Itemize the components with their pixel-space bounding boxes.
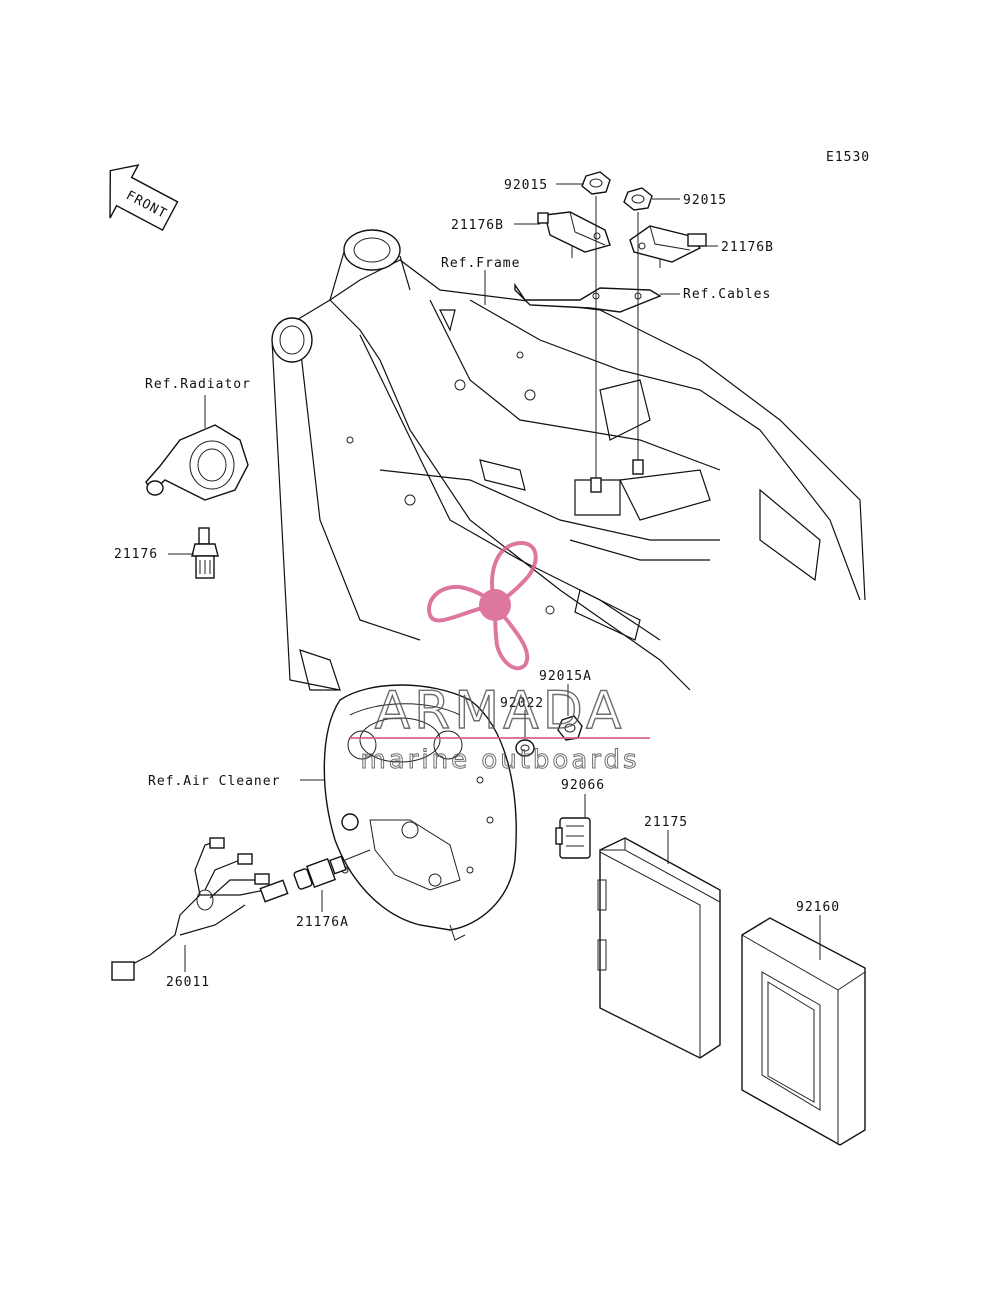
nut-92015-right xyxy=(623,187,653,211)
ecu-21175 xyxy=(597,837,721,1059)
connector-92066 xyxy=(555,817,591,859)
front-arrow-icon: FRONT xyxy=(109,164,179,232)
washer-92022 xyxy=(515,739,535,757)
wire-harness-26011 xyxy=(111,837,289,981)
stud-left xyxy=(590,477,602,493)
part-connector: 92066 xyxy=(561,778,605,793)
part-nut-a: 92015A xyxy=(539,669,592,684)
diagram-code: E1530 xyxy=(826,150,870,165)
part-sensor-left: 21176B xyxy=(451,218,504,233)
sensor-21176b-left xyxy=(537,211,611,258)
part-washer: 92022 xyxy=(500,696,544,711)
watermark-brand: ARMADA xyxy=(375,681,626,741)
stud-right xyxy=(632,459,644,475)
ref-radiator-label: Ref.Radiator xyxy=(145,377,251,392)
watermark-tagline: marine outboards xyxy=(360,745,639,775)
part-cover: 92160 xyxy=(796,900,840,915)
cover-92160 xyxy=(741,917,866,1146)
frame-drawing xyxy=(271,229,866,691)
part-temp-sensor: 21176 xyxy=(114,547,158,562)
ref-air-cleaner-label: Ref.Air Cleaner xyxy=(148,774,280,789)
part-nut-right: 92015 xyxy=(683,193,727,208)
temp-sensor-21176 xyxy=(191,527,219,579)
part-nut-left: 92015 xyxy=(504,178,548,193)
pressure-sensor-21176a xyxy=(293,849,371,890)
ref-frame-label: Ref.Frame xyxy=(441,256,520,271)
propeller-logo-icon xyxy=(427,540,538,671)
thermostat-housing xyxy=(145,424,249,501)
ref-cables-label: Ref.Cables xyxy=(683,287,771,302)
part-ecu: 21175 xyxy=(644,815,688,830)
watermark: ARMADA marine outboards xyxy=(350,540,650,776)
sensor-21176b-right xyxy=(629,225,707,268)
nut-92015-left xyxy=(581,171,611,195)
air-cleaner-housing xyxy=(323,684,517,941)
part-harness: 26011 xyxy=(166,975,210,990)
part-pressure-sensor: 21176A xyxy=(296,915,349,930)
part-sensor-right: 21176B xyxy=(721,240,774,255)
